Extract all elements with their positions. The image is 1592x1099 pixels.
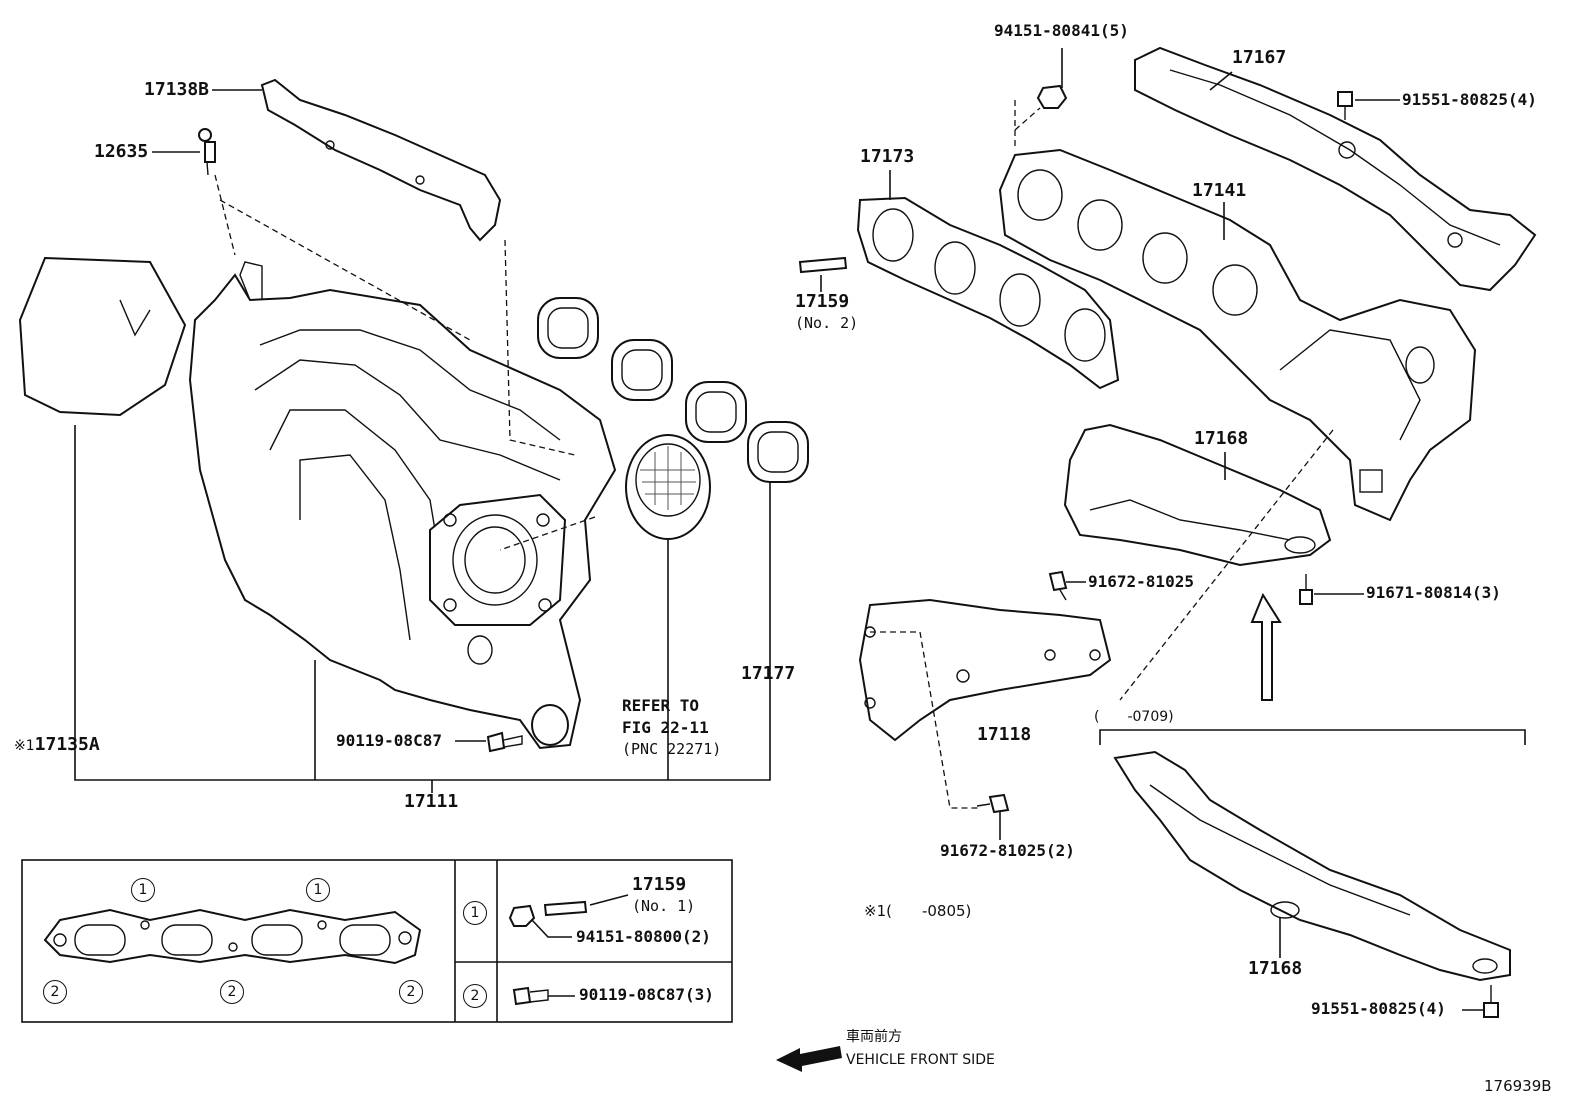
legend-17159: 17159: [632, 874, 687, 895]
callout-91551-80825-top: 91551-80825(4): [1402, 90, 1537, 109]
refer-line-3: (PNC 22271): [622, 740, 722, 758]
manifold-stay: [260, 78, 502, 242]
callout-17138b: 17138B: [144, 79, 210, 100]
callout-17159-no2-sub: (No. 2): [795, 314, 859, 332]
callout-91671-80814: 91671-80814(3): [1366, 583, 1501, 602]
legend-17159-sub: (No. 1): [632, 897, 696, 915]
callout-17168-top: 17168: [1194, 428, 1249, 449]
front-side-jp: 車両前方: [846, 1029, 902, 1045]
front-side-en: VEHICLE FRONT SIDE: [846, 1052, 995, 1068]
front-arrow-icon: [776, 1046, 842, 1072]
illustration-number: 176939B: [1484, 1077, 1552, 1095]
callout-17141: 17141: [1192, 180, 1247, 201]
exhaust-manifold: [998, 148, 1477, 522]
callout-17118: 17118: [977, 724, 1032, 745]
refer-line-1: REFER TO: [622, 696, 700, 715]
callout-91551-80825-bottom: 91551-80825(4): [1311, 999, 1446, 1018]
exhaust-gasket: [856, 196, 1120, 390]
refer-line-2: FIG 22-11: [622, 718, 709, 737]
legend-90119-08c87: 90119-08C87(3): [579, 985, 714, 1004]
legend-row1-marker: 1: [463, 901, 487, 925]
callout-17168-bottom: 17168: [1248, 958, 1303, 979]
engine-cover: [18, 256, 187, 417]
range-0805: ※1( -0805): [864, 902, 972, 920]
intake-gasket: [537, 297, 809, 483]
range-0709: ( -0709): [1094, 709, 1174, 725]
callout-17167: 17167: [1232, 47, 1287, 68]
lower-heat-insulator-alt: [1113, 750, 1511, 982]
callout-90119-08c87: 90119-08C87: [336, 731, 442, 750]
lower-heat-insulator: [1063, 423, 1332, 567]
legend-marker-1: 1: [306, 878, 330, 902]
legend-marker-2: 2: [43, 980, 67, 1004]
callout-17177: 17177: [741, 663, 796, 684]
legend-marker-2: 2: [220, 980, 244, 1004]
gasket-legend-box: [21, 859, 733, 1023]
callout-17135a-mark: ※117135A: [14, 734, 100, 755]
legend-marker-1: 1: [131, 878, 155, 902]
legend-94151-80800: 94151-80800(2): [576, 927, 711, 946]
callout-17111: 17111: [404, 791, 459, 812]
manifold-bracket: [858, 598, 1112, 742]
upper-heat-insulator: [1134, 46, 1537, 292]
callout-17159-no2: 17159: [795, 291, 850, 312]
callout-12635: 12635: [94, 141, 149, 162]
callout-91672-81025: 91672-81025: [1088, 572, 1194, 591]
legend-marker-2: 2: [399, 980, 423, 1004]
callout-91672-81025-2: 91672-81025(2): [940, 841, 1075, 860]
callout-17173: 17173: [860, 146, 915, 167]
legend-row2-marker: 2: [463, 984, 487, 1008]
callout-94151-80841: 94151-80841(5): [994, 21, 1129, 40]
